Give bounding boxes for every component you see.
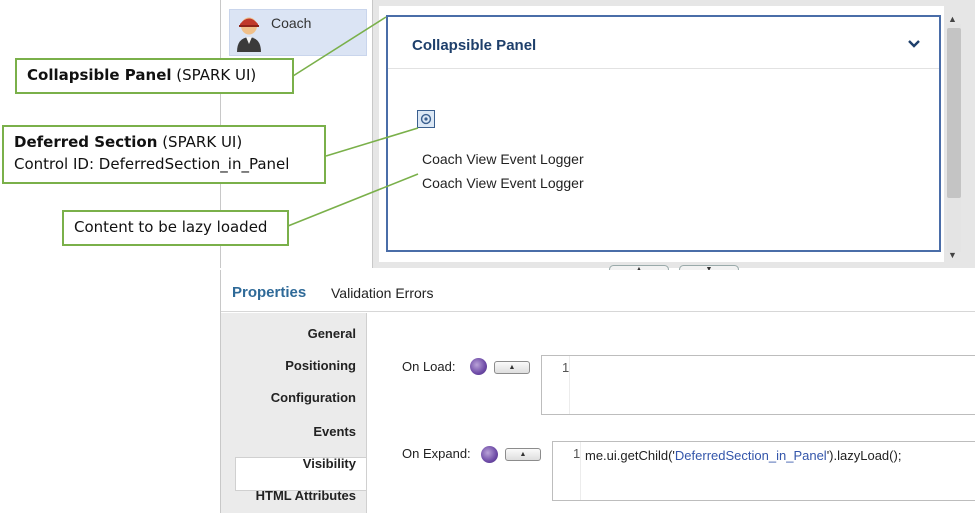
event-logger-item[interactable]: Coach View Event Logger [422,175,584,191]
sidebar-item-general[interactable]: General [307,326,356,341]
scroll-down-icon[interactable]: ▼ [948,250,957,260]
sidebar-item-html-attributes[interactable]: HTML Attributes [255,488,356,503]
code-suffix: ').lazyLoad(); [826,448,902,463]
callout-lazy-content: Content to be lazy loaded [62,210,289,246]
sidebar-selected-highlight [235,457,366,491]
callout-bold-text: Collapsible Panel [27,66,172,84]
on-expand-editor[interactable]: 1 me.ui.getChild('DeferredSection_in_Pan… [552,441,975,501]
panel-title: Collapsible Panel [412,37,537,54]
script-icon[interactable] [481,446,498,463]
line-number: 1 [562,360,570,375]
callout-text: Content to be lazy loaded [74,218,268,236]
properties-tab-bar: Properties Validation Errors [221,270,975,312]
panel-header[interactable]: Collapsible Panel [388,17,939,69]
line-number: 1 [573,446,581,461]
canvas-scrollbar[interactable]: ▲ ▼ [945,14,961,262]
code-line[interactable]: me.ui.getChild('DeferredSection_in_Panel… [585,448,901,463]
properties-sidebar: General Positioning Configuration Events… [221,313,366,513]
sidebar-item-visibility[interactable]: Visibility [302,456,356,471]
sidebar-item-positioning[interactable]: Positioning [285,358,356,373]
collapsible-panel[interactable]: Collapsible Panel Coach View Event Logge… [386,15,941,252]
on-load-label: On Load: [402,359,456,374]
sidebar-item-events[interactable]: Events [313,424,356,439]
sidebar-item-configuration[interactable]: Configuration [270,390,356,405]
code-prefix: me.ui.getChild(' [585,448,675,463]
callout-control-id: Control ID: DeferredSection_in_Panel [14,155,290,173]
script-icon[interactable] [470,358,487,375]
tab-properties[interactable]: Properties [232,284,307,301]
coach-user-icon [237,17,261,52]
events-content: On Load: ▲ 1 On Expand: ▲ 1 me.ui.getChi… [366,313,975,513]
callout-text: (SPARK UI) [171,66,257,84]
deferred-section-icon[interactable] [417,110,435,128]
palette-item-label: Coach [271,15,312,31]
callout-collapsible-panel: Collapsible Panel (SPARK UI) [15,58,294,94]
palette-item-coach[interactable]: Coach [229,9,367,56]
on-load-editor[interactable]: 1 [541,355,975,415]
scroll-up-icon[interactable]: ▲ [948,14,957,24]
callout-text: (SPARK UI) [157,133,243,151]
event-logger-item[interactable]: Coach View Event Logger [422,151,584,167]
callout-bold-text: Deferred Section [14,133,158,151]
on-load-toggle-button[interactable]: ▲ [494,361,530,374]
on-expand-toggle-button[interactable]: ▲ [505,448,541,461]
scrollbar-thumb[interactable] [947,28,961,198]
editor-gutter [553,442,581,500]
editor-gutter [542,356,570,414]
code-string: DeferredSection_in_Panel [674,448,827,463]
callout-deferred-section: Deferred Section (SPARK UI) Control ID: … [2,125,326,184]
chevron-down-icon[interactable] [907,37,921,51]
properties-pane: Properties Validation Errors General Pos… [220,270,975,513]
tab-validation-errors[interactable]: Validation Errors [331,285,434,301]
on-expand-label: On Expand: [402,446,471,461]
